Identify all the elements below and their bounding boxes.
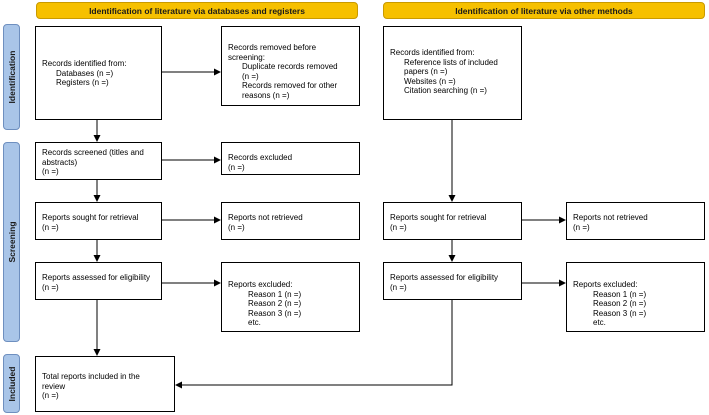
other-reason-1: Reason 1 (n =) xyxy=(593,289,647,299)
records-screened-count: (n =) xyxy=(42,167,59,176)
records-removed-title-2: screening: xyxy=(228,52,265,62)
reports-assessed-count: (n =) xyxy=(42,282,59,292)
total-included-line-1: Total reports included in the xyxy=(42,372,140,381)
total-included-count: (n =) xyxy=(42,391,59,400)
reports-assessed-title: Reports assessed for eligibility xyxy=(42,273,151,282)
reports-sought-count: (n =) xyxy=(42,222,59,232)
records-removed-title-1: Records removed before xyxy=(228,43,317,52)
other-removed: Records removed for other xyxy=(242,81,338,90)
other-reports-excluded-title: Reports excluded: xyxy=(573,280,638,289)
reports-excluded-box: Reports excluded: Reason 1 (n =) Reason … xyxy=(221,262,360,332)
other-reports-assessed-box: Reports assessed for eligibility (n =) xyxy=(383,262,522,300)
registers-count: Registers (n =) xyxy=(56,78,109,87)
header-databases: Identification of literature via databas… xyxy=(36,2,358,19)
websites-count: Websites (n =) xyxy=(404,76,456,86)
records-removed-box: Records removed before screening: Duplic… xyxy=(221,26,360,106)
databases-count: Databases (n =) xyxy=(56,68,114,78)
other-removed-count: reasons (n =) xyxy=(242,90,290,100)
records-excluded-count: (n =) xyxy=(228,162,245,172)
reason-3: Reason 3 (n =) xyxy=(248,308,302,318)
reference-lists: Reference lists of included xyxy=(404,57,498,67)
duplicates-removed-count: (n =) xyxy=(242,71,259,81)
other-reports-sought-title: Reports sought for retrieval xyxy=(390,213,487,222)
reports-sought-box: Reports sought for retrieval (n =) xyxy=(35,202,162,240)
reports-sought-title: Reports sought for retrieval xyxy=(42,213,139,222)
records-excluded-box: Records excluded (n =) xyxy=(221,142,360,175)
reports-assessed-box: Reports assessed for eligibility (n =) xyxy=(35,262,162,300)
phase-included: Included xyxy=(3,354,20,413)
reason-2: Reason 2 (n =) xyxy=(248,299,302,308)
other-reports-not-retrieved-title: Reports not retrieved xyxy=(573,213,648,222)
reports-not-retrieved-count: (n =) xyxy=(228,222,245,232)
other-records-identified-title: Records identified from: xyxy=(390,48,475,57)
reports-excluded-title: Reports excluded: xyxy=(228,280,293,289)
other-reports-not-retrieved-count: (n =) xyxy=(573,222,590,232)
reports-not-retrieved-title: Reports not retrieved xyxy=(228,213,303,222)
phase-screening: Screening xyxy=(3,142,20,342)
duplicates-removed: Duplicate records removed xyxy=(242,62,338,71)
reason-1: Reason 1 (n =) xyxy=(248,289,302,299)
total-included-box: Total reports included in the review (n … xyxy=(35,356,175,412)
other-reports-sought-count: (n =) xyxy=(390,222,407,232)
other-reports-excluded-box: Reports excluded: Reason 1 (n =) Reason … xyxy=(566,262,705,332)
total-included-line-2: review xyxy=(42,381,66,391)
other-reason-2: Reason 2 (n =) xyxy=(593,299,647,308)
reports-not-retrieved-box: Reports not retrieved (n =) xyxy=(221,202,360,240)
records-screened-box: Records screened (titles and abstracts) … xyxy=(35,142,162,180)
arrow-other-assessed-to-included xyxy=(175,300,453,389)
phase-identification: Identification xyxy=(3,24,20,130)
other-reports-assessed-title: Reports assessed for eligibility xyxy=(390,273,499,282)
other-reason-3: Reason 3 (n =) xyxy=(593,308,647,318)
records-identified-title: Records identified from: xyxy=(42,59,127,68)
other-reports-sought-box: Reports sought for retrieval (n =) xyxy=(383,202,522,240)
other-reason-etc: etc. xyxy=(593,318,606,327)
reason-etc: etc. xyxy=(248,318,261,327)
records-screened-line-2: abstracts) xyxy=(42,157,78,167)
other-records-identified-box: Records identified from: Reference lists… xyxy=(383,26,522,120)
citation-searching-count: Citation searching (n =) xyxy=(404,86,487,95)
records-screened-line-1: Records screened (titles and xyxy=(42,148,144,157)
other-reports-assessed-count: (n =) xyxy=(390,282,407,292)
reference-lists-count: papers (n =) xyxy=(404,67,448,76)
records-identified-box: Records identified from: Databases (n =)… xyxy=(35,26,162,120)
records-excluded-title: Records excluded xyxy=(228,153,293,162)
other-reports-not-retrieved-box: Reports not retrieved (n =) xyxy=(566,202,705,240)
header-other-methods: Identification of literature via other m… xyxy=(383,2,705,19)
